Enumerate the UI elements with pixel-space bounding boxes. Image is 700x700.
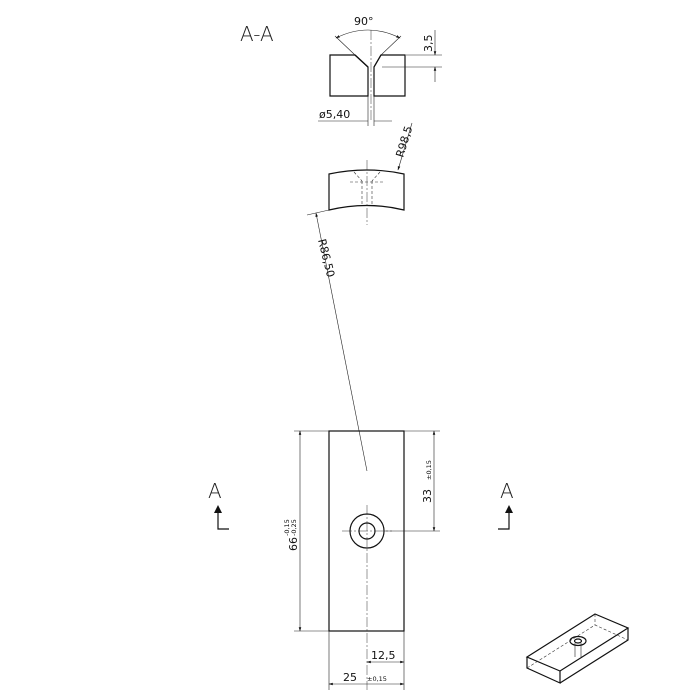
half-length-label: 33 <box>421 489 434 503</box>
depth-label: 3,5 <box>422 35 435 53</box>
width-label: 25 <box>343 671 357 684</box>
inner-radius-label: R86,50 <box>315 238 337 279</box>
width-tol: ±0,15 <box>367 675 387 683</box>
section-arrow-left: A <box>208 479 229 530</box>
outer-radius-label: R98,5 <box>393 124 415 159</box>
curved-side-view <box>328 160 405 225</box>
half-length-tol: ±0,15 <box>425 460 433 480</box>
section-title: A-A <box>240 22 274 46</box>
width-dimension: 25 ±0,15 <box>328 631 405 690</box>
length-tol-lower: -0,25 <box>290 519 298 536</box>
section-arrow-right: A <box>498 479 514 530</box>
half-length-dimension: 33 ±0,15 <box>384 430 440 532</box>
hole-offset-label: 12,5 <box>371 649 396 662</box>
isometric-view <box>525 613 630 684</box>
diameter-label: ø5,40 <box>319 108 350 121</box>
length-dimension: 66 -0,15 -0,25 <box>283 430 329 632</box>
diameter-dimension: ø5,40 <box>318 96 392 126</box>
hole-offset-dimension: 12,5 <box>366 631 405 690</box>
length-tol-upper: -0,15 <box>283 519 291 536</box>
outer-radius-dimension: R98,5 <box>393 122 415 171</box>
angle-dimension: 90° <box>334 15 402 56</box>
section-arrow-right-label: A <box>500 479 514 503</box>
length-label: 66 <box>287 537 300 551</box>
depth-dimension: 3,5 <box>382 30 442 82</box>
section-arrow-left-label: A <box>208 479 222 503</box>
inner-radius-dimension: R86,50 <box>306 209 368 472</box>
section-view <box>329 30 406 120</box>
angle-label: 90° <box>354 15 374 28</box>
